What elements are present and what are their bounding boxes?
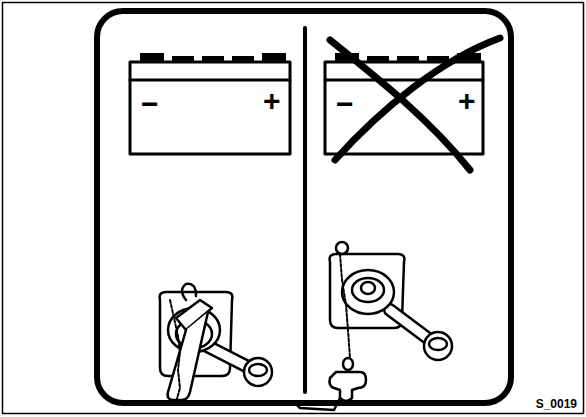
minus-terminal-sign: −	[141, 89, 159, 119]
label-code: S_0019	[536, 398, 577, 410]
plus-terminal-sign: +	[458, 86, 476, 116]
plus-terminal-sign: +	[263, 86, 281, 116]
minus-terminal-sign: −	[336, 89, 354, 119]
